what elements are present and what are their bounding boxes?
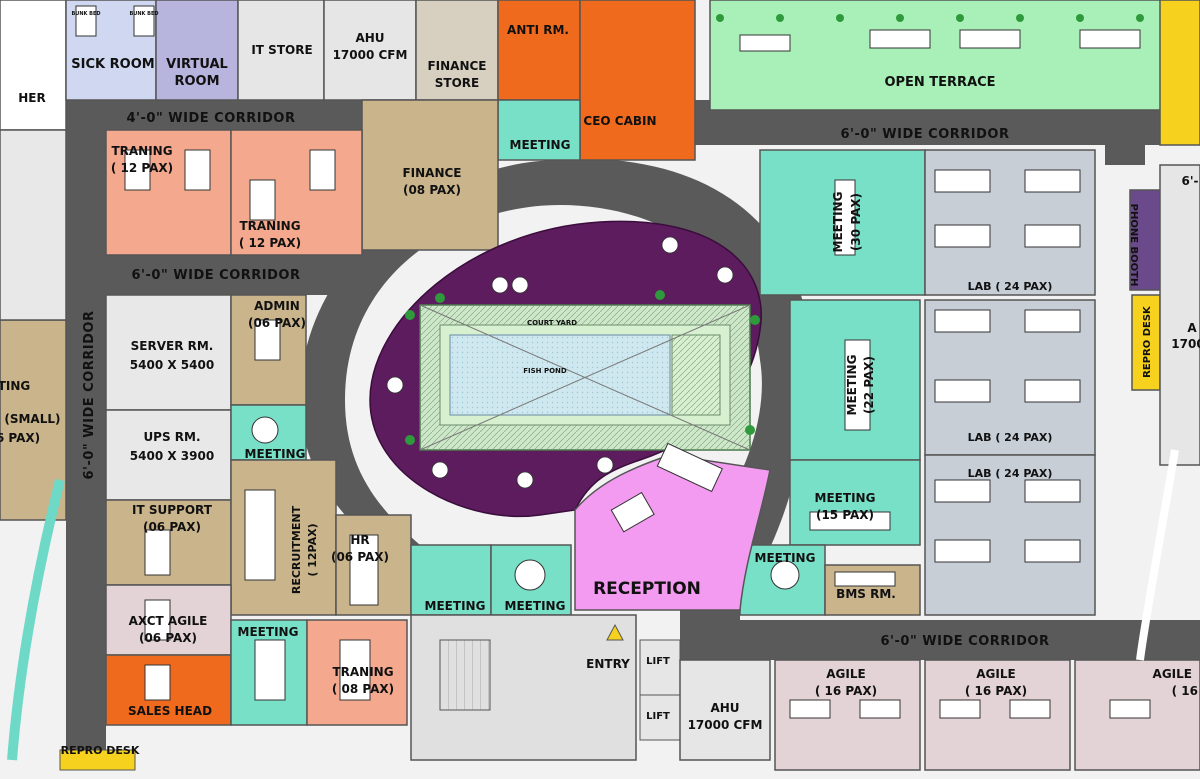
- admin-label-2: (06 PAX): [248, 316, 306, 330]
- courtyard-area: [369, 220, 762, 518]
- right-cut-label: A: [1187, 321, 1197, 335]
- left-cut-label-2: S (SMALL): [0, 412, 60, 426]
- it-support-label-1: IT SUPPORT: [132, 503, 213, 517]
- corridors: [66, 100, 1200, 760]
- meeting-c-label: MEETING: [755, 551, 816, 565]
- right-cut-number: 1700: [1171, 337, 1200, 351]
- lift-1-label: LIFT: [646, 656, 670, 667]
- sick-room-label: SICK ROOM: [71, 57, 154, 72]
- agile-3-label-2: ( 16: [1172, 684, 1198, 698]
- corridor-6ft-left-horizontal-label: 6'-0" WIDE CORRIDOR: [132, 268, 301, 283]
- it-support-label-2: (06 PAX): [143, 520, 201, 534]
- reception-area: [574, 442, 771, 611]
- meeting-30-label-2: (30 PAX): [849, 193, 863, 251]
- axct-agile-label-2: (06 PAX): [139, 631, 197, 645]
- axct-agile-label-1: AXCT AGILE: [129, 614, 208, 628]
- corridor-6ft-bottom-right-label: 6'-0" WIDE CORRIDOR: [881, 634, 1050, 649]
- ahu-top-label-2: 17000 CFM: [333, 48, 408, 62]
- meeting-15-label-2: (15 PAX): [816, 508, 874, 522]
- corridor-4ft-label: 4'-0" WIDE CORRIDOR: [127, 111, 296, 126]
- ahu-top-label-1: AHU: [355, 31, 384, 45]
- server-rm-label-2: 5400 X 5400: [130, 358, 214, 372]
- hr-label-2: (06 PAX): [331, 550, 389, 564]
- bunk-bed-label: BUNK BED: [71, 11, 100, 17]
- exterior-curve-right: [1136, 449, 1179, 661]
- court-yard-label: COURT YARD: [527, 319, 577, 327]
- corridor-6ft-left-vertical-label: 6'-0" WIDE CORRIDOR: [82, 311, 97, 480]
- her-label: HER: [18, 91, 45, 105]
- corridor-labels: 4'-0" WIDE CORRIDOR 6'-0" WIDE CORRIDOR …: [82, 111, 1049, 649]
- lab-2-label: LAB ( 24 PAX): [968, 431, 1053, 444]
- left-cut-label-1: TING: [0, 379, 30, 393]
- lab-3-label: LAB ( 24 PAX): [968, 467, 1053, 480]
- sales-head-label: SALES HEAD: [128, 704, 212, 718]
- it-store-label: IT STORE: [251, 43, 312, 57]
- server-rm-label-1: SERVER RM.: [131, 339, 214, 353]
- agile-1-label-2: ( 16 PAX): [815, 684, 877, 698]
- agile-rooms: [774, 659, 1200, 771]
- recruitment-label-2: ( 12PAX): [306, 523, 319, 576]
- traning-a-label-1: TRANING: [111, 144, 172, 158]
- ups-rm-label-2: 5400 X 3900: [130, 449, 214, 463]
- traning-08-label-1: TRANING: [332, 665, 393, 679]
- meeting-a-label: MEETING: [425, 599, 486, 613]
- ahu-bottom-label-2: 17000 CFM: [688, 718, 763, 732]
- ups-rm-label-1: UPS RM.: [143, 430, 200, 444]
- entry-label: ENTRY: [586, 657, 630, 671]
- admin-label-1: ADMIN: [254, 299, 300, 313]
- traning-a-label-2: ( 12 PAX): [111, 161, 173, 175]
- bottom-center: [59, 614, 771, 771]
- meeting-d-label: MEETING: [238, 625, 299, 639]
- fish-pond-label: FISH POND: [523, 367, 567, 375]
- finance-store-label-2: STORE: [435, 76, 479, 90]
- ceo-cabin-label: CEO CABIN: [583, 114, 656, 128]
- open-terrace-label: OPEN TERRACE: [884, 75, 995, 90]
- lift-2-label: LIFT: [646, 711, 670, 722]
- repro-desk-bottom-label: REPRO DESK: [61, 744, 140, 757]
- corridor-6ft-top-right-label: 6'-0" WIDE CORRIDOR: [841, 127, 1010, 142]
- meeting-small-label: MEETING: [510, 138, 571, 152]
- virtual-room-label-2: ROOM: [174, 74, 219, 89]
- traning-08-label-2: ( 08 PAX): [332, 682, 394, 696]
- right-rooms: [739, 149, 1200, 616]
- agile-1-label-1: AGILE: [826, 667, 865, 681]
- left-cut-label-3: 6 PAX): [0, 431, 40, 445]
- ahu-bottom-label-1: AHU: [710, 701, 739, 715]
- repro-desk-right-label: REPRO DESK: [1142, 305, 1153, 378]
- finance-store-label-1: FINANCE: [427, 59, 486, 73]
- agile-2-label-1: AGILE: [976, 667, 1015, 681]
- meeting-30-label-1: MEETING: [831, 192, 845, 253]
- right-cut-top: 6'-: [1181, 174, 1198, 188]
- finance-08-label-2: (08 PAX): [403, 183, 461, 197]
- meeting-left-label: MEETING: [245, 447, 306, 461]
- traning-b-label-2: ( 12 PAX): [239, 236, 301, 250]
- hr-label-1: HR: [350, 533, 369, 547]
- open-terrace: [709, 0, 1200, 146]
- bms-rm-label: BMS RM.: [836, 587, 896, 601]
- finance-08-label-1: FINANCE: [402, 166, 461, 180]
- anti-rm-label: ANTI RM.: [507, 23, 569, 37]
- room-labels: HER SICK ROOM VIRTUAL ROOM IT STORE AHU …: [0, 23, 1200, 757]
- left-middle-rooms: [0, 129, 572, 726]
- reception-label: RECEPTION: [593, 579, 701, 599]
- recruitment-label-1: RECRUITMENT: [290, 505, 303, 594]
- meeting-22-label-2: (22 PAX): [862, 356, 876, 414]
- top-left-rooms: BUNK BED BUNK BED: [0, 0, 696, 256]
- exterior-curve-left: [7, 478, 65, 761]
- agile-2-label-2: ( 16 PAX): [965, 684, 1027, 698]
- meeting-15-label-1: MEETING: [815, 491, 876, 505]
- meeting-22-label-1: MEETING: [845, 355, 859, 416]
- phone-booth-label: PHONE BOOTH: [1128, 204, 1139, 287]
- traning-b-label-1: TRANING: [239, 219, 300, 233]
- meeting-b-label: MEETING: [505, 599, 566, 613]
- bunk-bed-label-2: BUNK BED: [129, 11, 158, 17]
- virtual-room-label-1: VIRTUAL: [166, 57, 228, 72]
- agile-3-label-1: AGILE: [1153, 667, 1192, 681]
- lab-1-label: LAB ( 24 PAX): [968, 280, 1053, 293]
